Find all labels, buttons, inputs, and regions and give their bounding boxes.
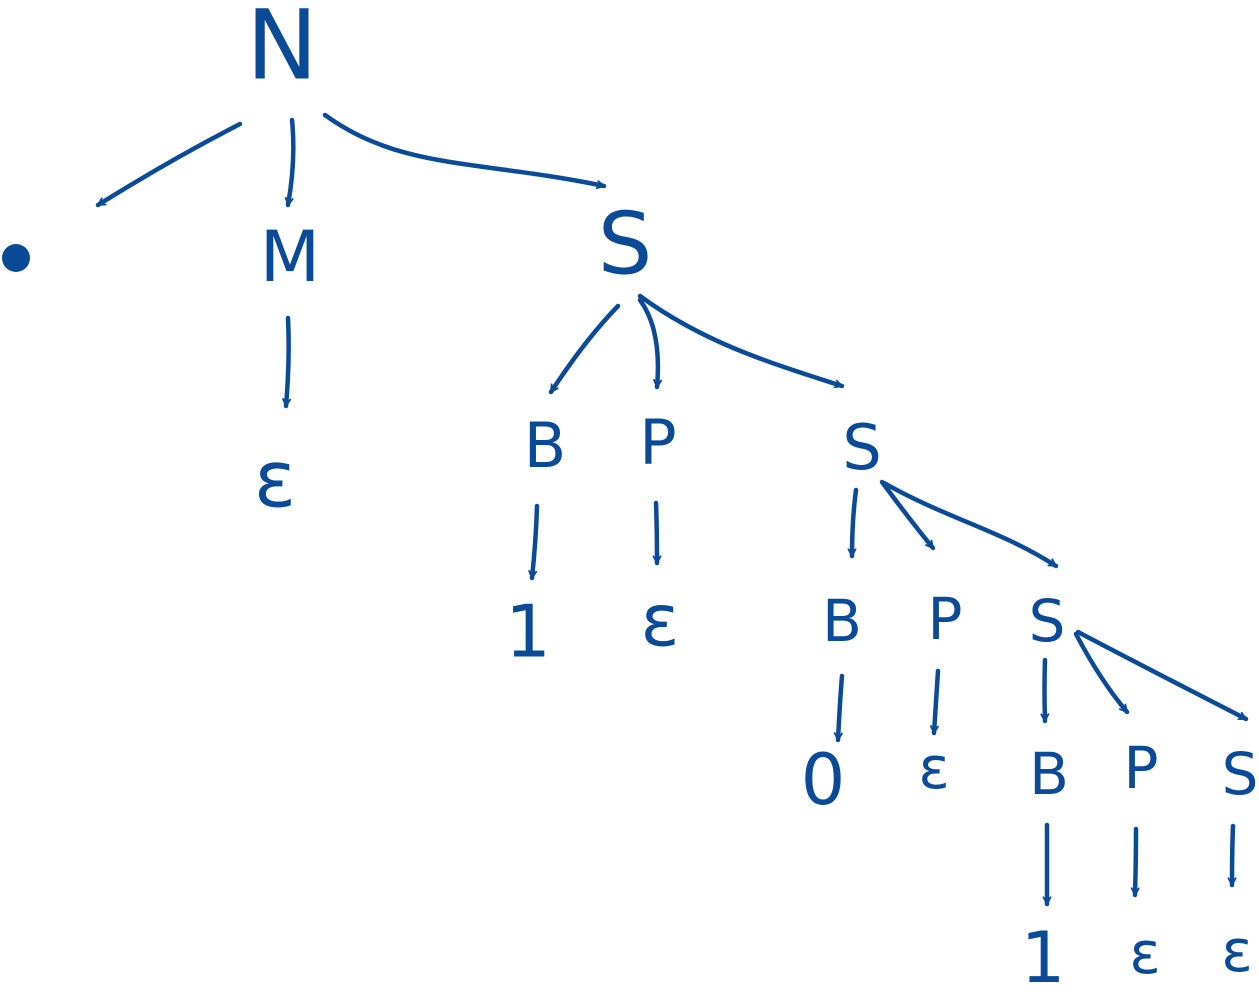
node-t2: 1 [1021,917,1066,999]
node-s1: S [598,194,653,294]
edge-arrow-b2-t0 [833,673,845,743]
node-e2: ε [641,579,680,663]
edge-arrow-n-s1 [322,112,607,190]
edge-arrow-s2-b2 [847,487,859,559]
node-p3: P [1124,734,1159,802]
edges-layer [95,112,1249,907]
node-e5: ε [1221,917,1252,985]
edge-arrow-s1-s2 [637,293,845,389]
node-b1: B [524,409,567,482]
node-e3: ε [918,734,949,802]
edge-arrow-s2-p2 [879,479,936,551]
node-s4: S [1222,740,1259,808]
edge-arrow-s3-b3 [1040,657,1050,724]
node-s3: S [1029,587,1066,655]
edge-arrow-s4-e5 [1227,823,1237,888]
node-s2: S [842,411,881,484]
edge-arrow-s1-p1 [637,297,663,390]
node-t1: 1 [505,590,551,674]
node-e4: ε [1129,919,1160,987]
edge-arrow-p1-e2 [652,500,662,566]
edge-arrow-s2-s3 [881,480,1059,569]
node-p1: P [639,406,676,479]
edge-arrow-p3-e4 [1130,826,1140,898]
edge-arrow-b1-t1 [528,503,540,581]
edge-arrow-p2-e3 [929,668,941,736]
node-m: M [260,216,320,298]
edge-arrow-s1-b1 [548,303,621,395]
node-t0: 0 [801,739,846,821]
edge-arrow-s3-p3 [1073,631,1130,715]
node-b2: B [822,587,862,655]
edge-arrow-m-e1 [282,315,292,409]
edge-arrow-n-m [284,117,296,208]
dot-node [2,244,30,272]
node-n: N [246,0,318,101]
edge-arrow-n-dot [95,121,243,208]
edge-arrow-s3-s4 [1075,629,1249,722]
node-e1: ε [254,435,296,525]
node-p2: P [928,585,963,653]
node-b3: B [1029,740,1069,808]
